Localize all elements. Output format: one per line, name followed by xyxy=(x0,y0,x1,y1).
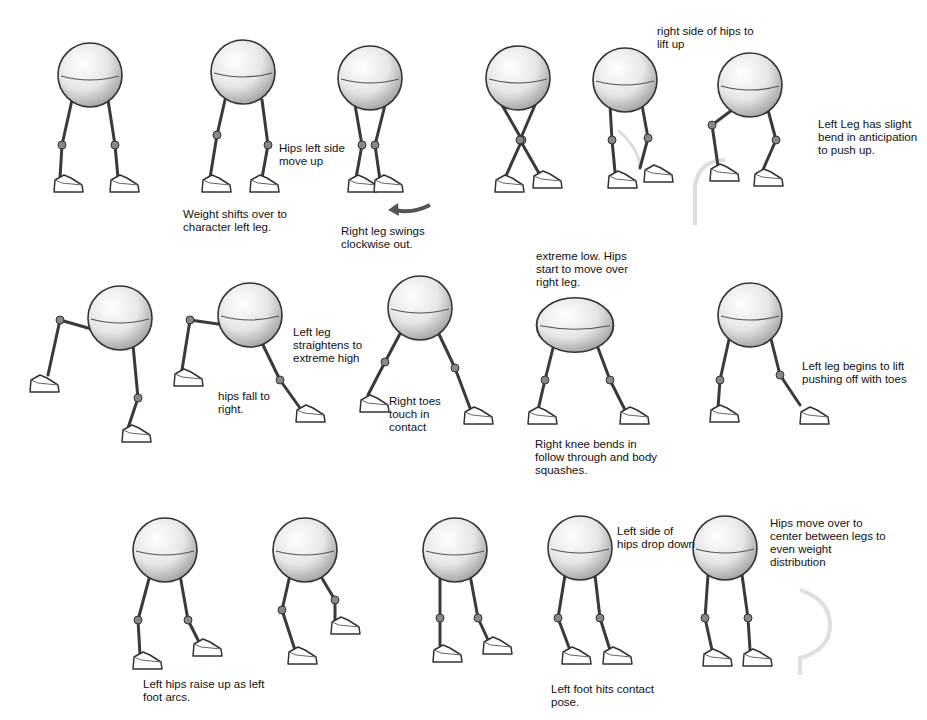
walk-pose xyxy=(708,53,783,186)
walk-pose xyxy=(593,48,673,188)
walk-pose xyxy=(486,46,562,192)
walk-pose xyxy=(30,286,152,442)
annotation-note: Left leg begins to lift pushing off with… xyxy=(802,360,907,386)
annotation-note: Left foot hits contact pose. xyxy=(551,683,671,709)
annotation-note: Hips left side move up xyxy=(279,142,359,168)
walk-pose xyxy=(273,518,360,664)
annotation-note: right side of hips to lift up xyxy=(657,25,757,51)
walk-pose xyxy=(693,516,772,666)
walk-pose xyxy=(54,43,139,192)
walk-pose xyxy=(202,40,279,192)
swing-arrow xyxy=(395,205,430,211)
annotation-note: Right leg swings clockwise out. xyxy=(341,225,461,251)
annotation-note: Left leg straightens to extreme high xyxy=(293,326,378,365)
walk-pose xyxy=(338,46,403,192)
walk-pose xyxy=(423,518,512,662)
motion-arc xyxy=(618,130,640,168)
annotation-note: Left hips raise up as left foot arcs. xyxy=(143,678,268,704)
motion-arc xyxy=(800,590,830,675)
annotation-note: Hips move over to center between legs to… xyxy=(770,517,888,569)
swing-arrow-head xyxy=(388,203,399,216)
annotation-note: Left side of hips drop down xyxy=(617,525,695,551)
walk-pose xyxy=(133,518,222,669)
annotation-note: Left Leg has slight bend in anticipation… xyxy=(818,118,918,157)
annotation-note: hips fall to right. xyxy=(218,390,280,416)
walk-pose xyxy=(710,283,829,424)
annotation-note: Right toes touch in contact xyxy=(389,395,464,434)
annotation-note: Right knee bends in follow through and b… xyxy=(535,438,660,477)
walk-pose xyxy=(528,298,649,424)
annotation-note: Weight shifts over to character left leg… xyxy=(183,208,301,234)
annotation-note: extreme low. Hips start to move over rig… xyxy=(536,250,651,289)
